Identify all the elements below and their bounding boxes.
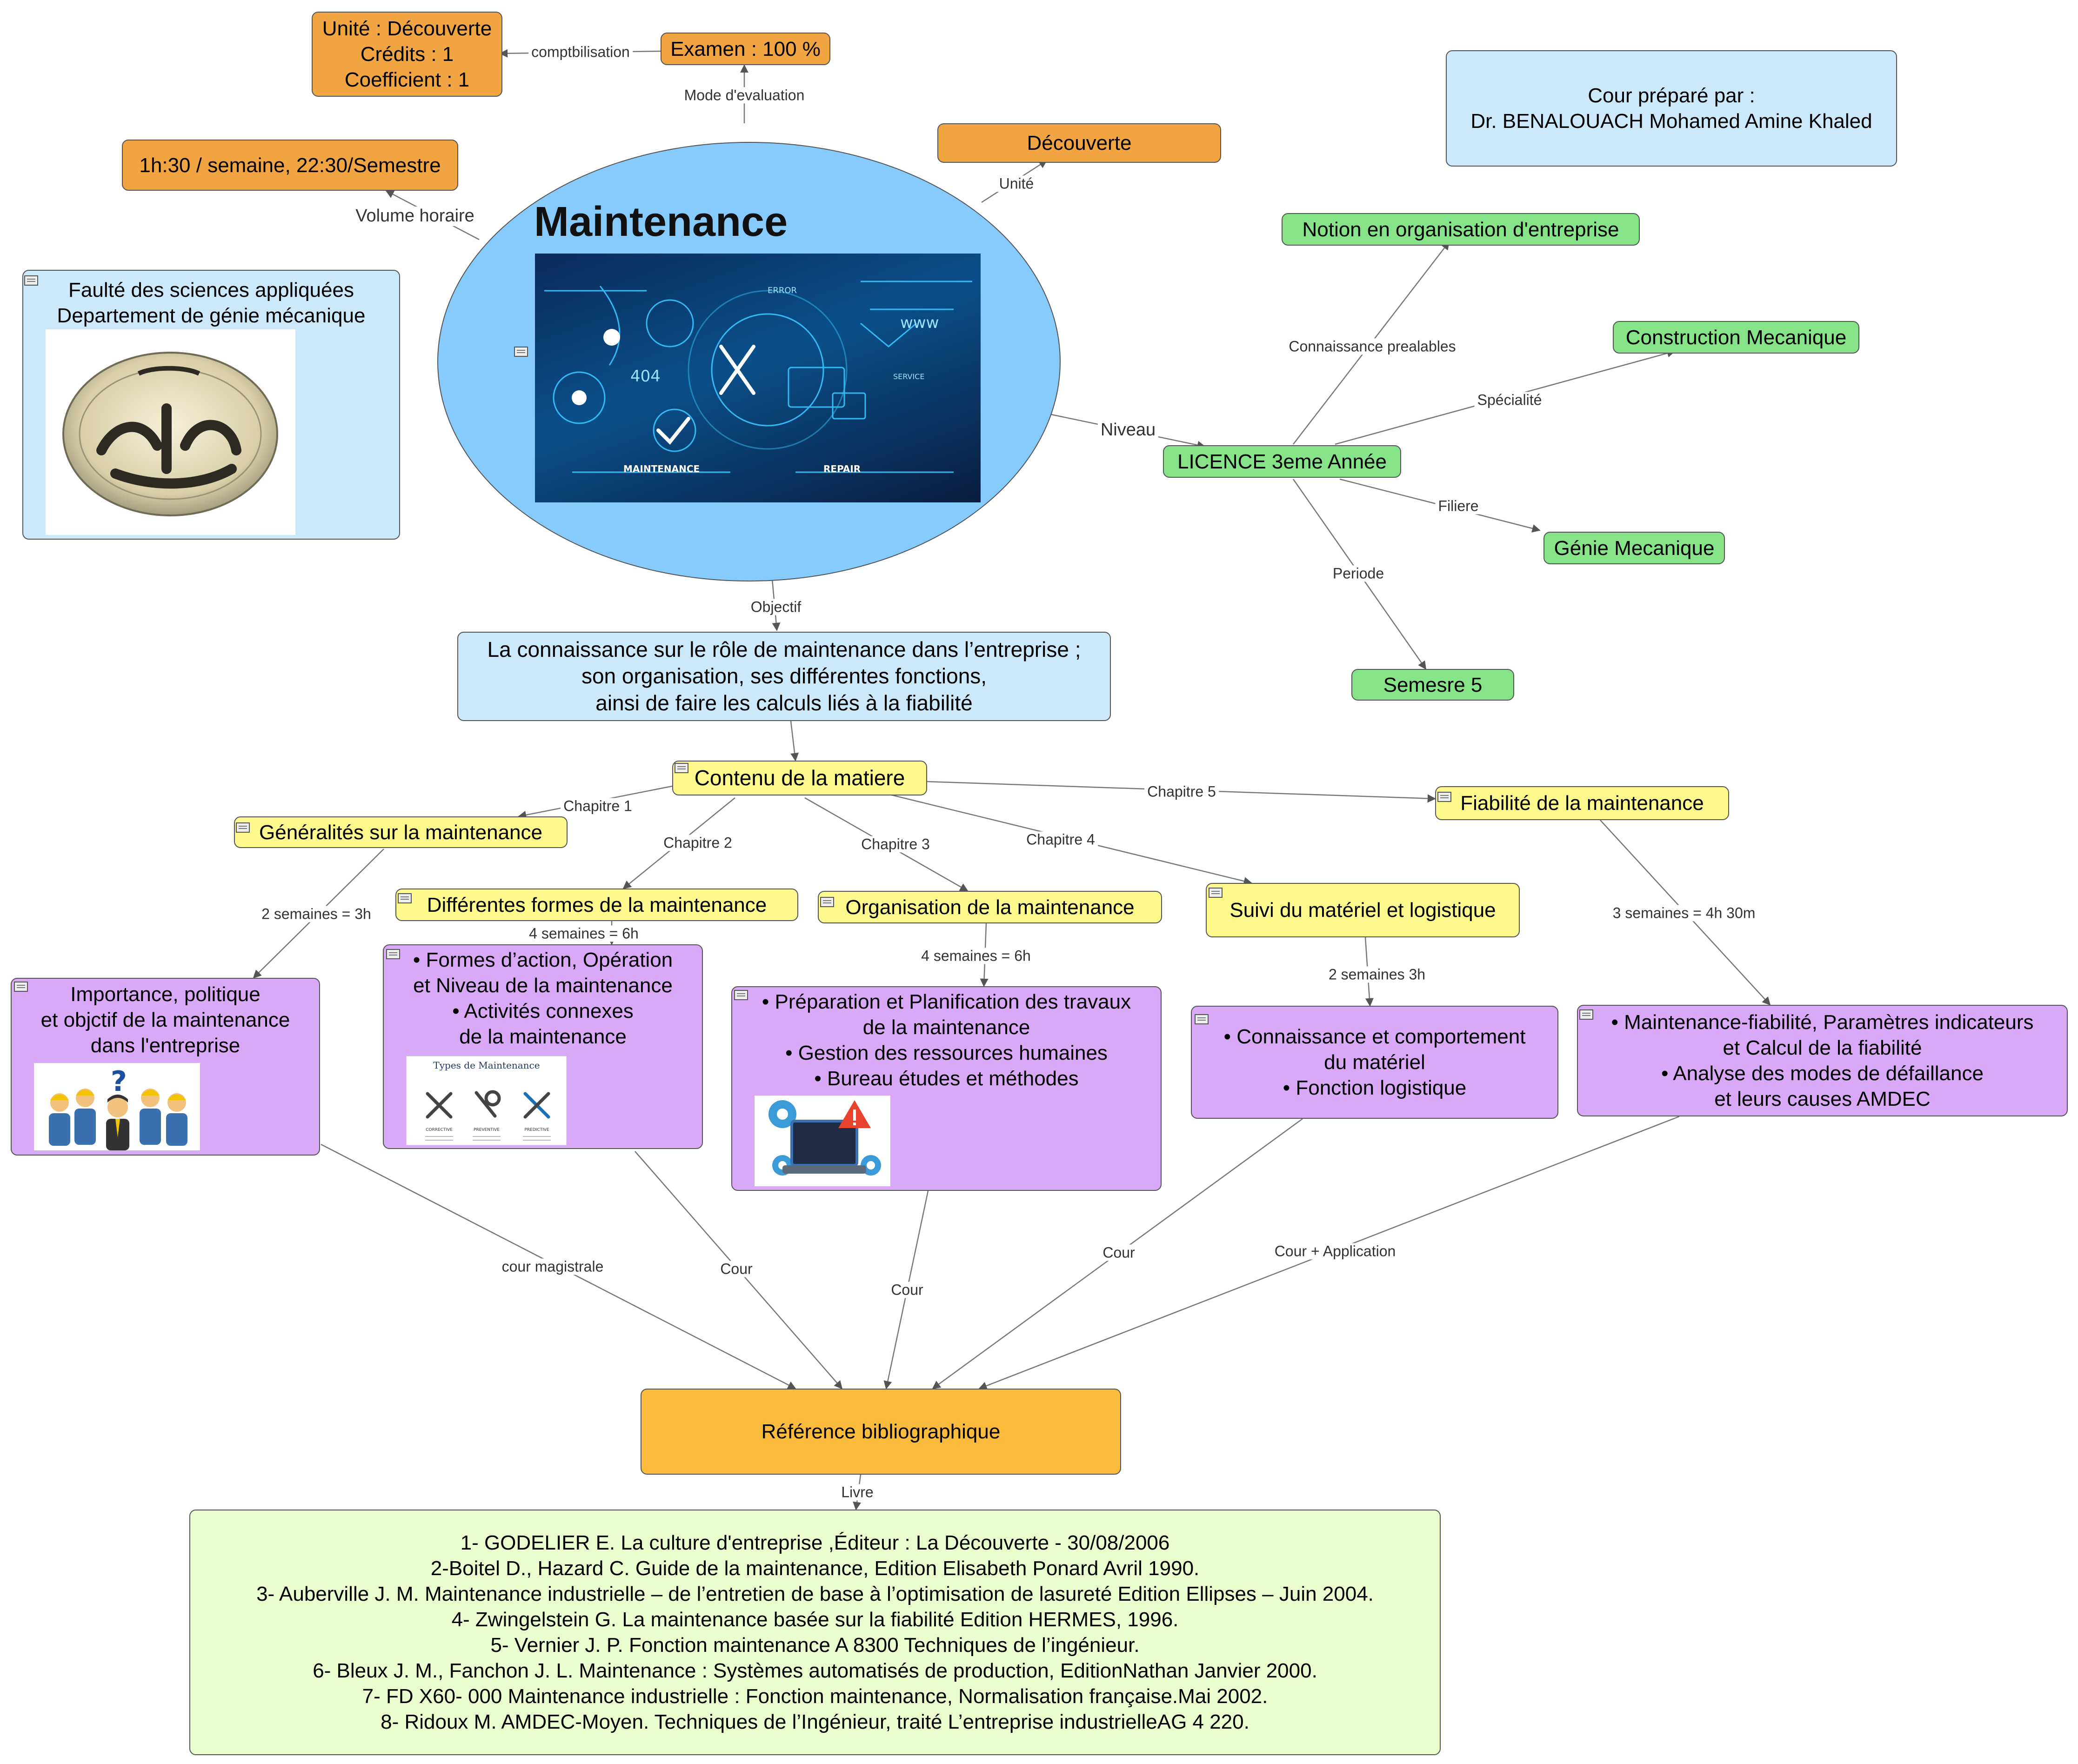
- volume-node[interactable]: 1h:30 / semaine, 22:30/Semestre: [122, 140, 458, 191]
- tech-maintenance: MAINTENANCE: [623, 463, 700, 474]
- tech-www: www: [900, 314, 939, 332]
- department-line: Departement de génie mécanique: [57, 304, 366, 327]
- note-icon: [820, 897, 834, 907]
- label-chapitre3: Chapitre 3: [858, 836, 933, 853]
- decouverte-node[interactable]: Découverte: [937, 123, 1221, 163]
- label-dur5: 3 semaines = 4h 30m: [1610, 905, 1758, 922]
- types-predictive: PREDICTIVE: [524, 1128, 549, 1132]
- tech-repair: REPAIR: [823, 463, 861, 474]
- book-2: 2-Boitel D., Hazard C. Guide de la maint…: [430, 1557, 1200, 1580]
- unite-box[interactable]: Unité : Découverte Crédits : 1 Coefficie…: [312, 12, 502, 97]
- workers-image: ?: [34, 1063, 200, 1150]
- author-box[interactable]: Cour préparé par : Dr. BENALOUACH Mohame…: [1446, 50, 1897, 167]
- label-chapitre5: Chapitre 5: [1144, 783, 1219, 800]
- book-5: 5- Vernier J. P. Fonction maintenance A …: [490, 1634, 1140, 1657]
- label-cour1: Cour: [717, 1261, 755, 1277]
- note-icon: [24, 275, 38, 286]
- note-icon: [514, 347, 528, 357]
- chapter4-node[interactable]: Suivi du matériel et logistique: [1206, 883, 1520, 937]
- university-logo: [46, 329, 295, 535]
- chapter1-node[interactable]: Généralités sur la maintenance: [234, 816, 568, 848]
- central-title: Maintenance: [534, 199, 788, 245]
- tech-error: ERROR: [768, 286, 797, 295]
- credits-line: Crédits : 1: [360, 43, 454, 66]
- reference-node[interactable]: Référence bibliographique: [641, 1389, 1121, 1475]
- label-connaissance: Connaissance prealables: [1286, 338, 1459, 355]
- construction-node[interactable]: Construction Mecanique: [1613, 321, 1859, 354]
- laptop-warning-image: [755, 1096, 890, 1186]
- label-niveau: Niveau: [1097, 420, 1159, 440]
- label-specialite: Spécialité: [1474, 392, 1545, 408]
- author-heading: Cour préparé par :: [1588, 84, 1755, 107]
- tech-banner-image: 404 ERROR SERVICE www MAINTENANCE REPAIR: [535, 254, 981, 502]
- contenu-node[interactable]: Contenu de la matiere: [672, 761, 927, 795]
- label-chapitre1: Chapitre 1: [561, 798, 635, 815]
- chapter2-node[interactable]: Différentes formes de la maintenance: [395, 889, 798, 921]
- notion-node[interactable]: Notion en organisation d'entreprise: [1282, 213, 1640, 246]
- label-dur3: 4 semaines = 6h: [918, 948, 1034, 964]
- label-periode: Periode: [1330, 565, 1387, 582]
- types-maintenance-image: Types de Maintenance CORRECTIVE PREVENTI…: [406, 1056, 567, 1145]
- book-4: 4- Zwingelstein G. La maintenance basée …: [451, 1608, 1179, 1631]
- label-dur4: 2 semaines 3h: [1325, 966, 1429, 983]
- licence-node[interactable]: LICENCE 3eme Année: [1163, 445, 1401, 478]
- note-icon: [236, 822, 250, 833]
- note-icon: [1579, 1009, 1593, 1020]
- label-mode: Mode d'evaluation: [681, 87, 808, 104]
- label-filiere: Filiere: [1435, 498, 1482, 514]
- unite-line: Unité : Découverte: [322, 17, 492, 40]
- coefficient-line: Coefficient : 1: [344, 68, 470, 91]
- note-icon: [1437, 792, 1451, 802]
- label-cour2: Cour: [888, 1282, 926, 1298]
- edge-contenu: [790, 721, 799, 762]
- label-livre: Livre: [838, 1484, 876, 1501]
- objectif-box[interactable]: La connaissance sur le rôle de maintenan…: [457, 632, 1111, 721]
- note-icon: [675, 763, 688, 773]
- label-comptbilisation: comptbilisation: [528, 44, 633, 60]
- label-dur2: 4 semaines = 6h: [526, 925, 641, 942]
- book-6: 6- Bleux J. M., Fanchon J. L. Maintenanc…: [313, 1659, 1317, 1682]
- note-icon: [734, 990, 748, 1000]
- semestre-node[interactable]: Semesre 5: [1351, 669, 1514, 701]
- label-cour3: Cour: [1100, 1244, 1138, 1261]
- types-corrective: CORRECTIVE: [426, 1128, 453, 1132]
- books-box[interactable]: 1- GODELIER E. La culture d'entreprise ,…: [189, 1510, 1441, 1755]
- detail4-box[interactable]: • Connaissance et comportement du matéri…: [1191, 1006, 1558, 1119]
- note-icon: [14, 982, 28, 992]
- label-cour-app: Cour + Application: [1271, 1243, 1399, 1260]
- label-objectif: Objectif: [748, 599, 804, 615]
- author-name: Dr. BENALOUACH Mohamed Amine Khaled: [1470, 110, 1872, 133]
- book-7: 7- FD X60- 000 Maintenance industrielle …: [362, 1685, 1268, 1708]
- label-unite: Unité: [996, 175, 1037, 192]
- detail5-box[interactable]: • Maintenance-fiabilité, Paramètres indi…: [1577, 1005, 2068, 1116]
- note-icon: [1195, 1014, 1209, 1024]
- book-1: 1- GODELIER E. La culture d'entreprise ,…: [460, 1531, 1170, 1554]
- tech-service: SERVICE: [893, 372, 924, 381]
- label-dur1: 2 semaines = 3h: [259, 906, 374, 922]
- note-icon: [386, 949, 400, 959]
- note-icon: [1209, 888, 1223, 898]
- examen-node[interactable]: Examen : 100 %: [661, 33, 830, 65]
- tech-404: 404: [630, 367, 661, 386]
- chapter5-node[interactable]: Fiabilité de la maintenance: [1435, 786, 1729, 820]
- faculty-line: Faulté des sciences appliquées: [68, 279, 354, 301]
- genie-node[interactable]: Génie Mecanique: [1543, 532, 1725, 564]
- chapter3-node[interactable]: Organisation de la maintenance: [818, 891, 1162, 923]
- note-icon: [398, 893, 412, 903]
- book-3: 3- Auberville J. M. Maintenance industri…: [256, 1583, 1374, 1605]
- svg-text:?: ?: [111, 1065, 127, 1098]
- label-chapitre2: Chapitre 2: [661, 835, 735, 851]
- label-chapitre4: Chapitre 4: [1023, 831, 1098, 848]
- label-cour-magistrale: cour magistrale: [499, 1258, 607, 1275]
- book-8: 8- Ridoux M. AMDEC-Moyen. Techniques de …: [381, 1711, 1249, 1733]
- types-title: Types de Maintenance: [433, 1060, 540, 1071]
- label-volume: Volume horaire: [353, 206, 477, 226]
- types-preventive: PREVENTIVE: [474, 1128, 500, 1132]
